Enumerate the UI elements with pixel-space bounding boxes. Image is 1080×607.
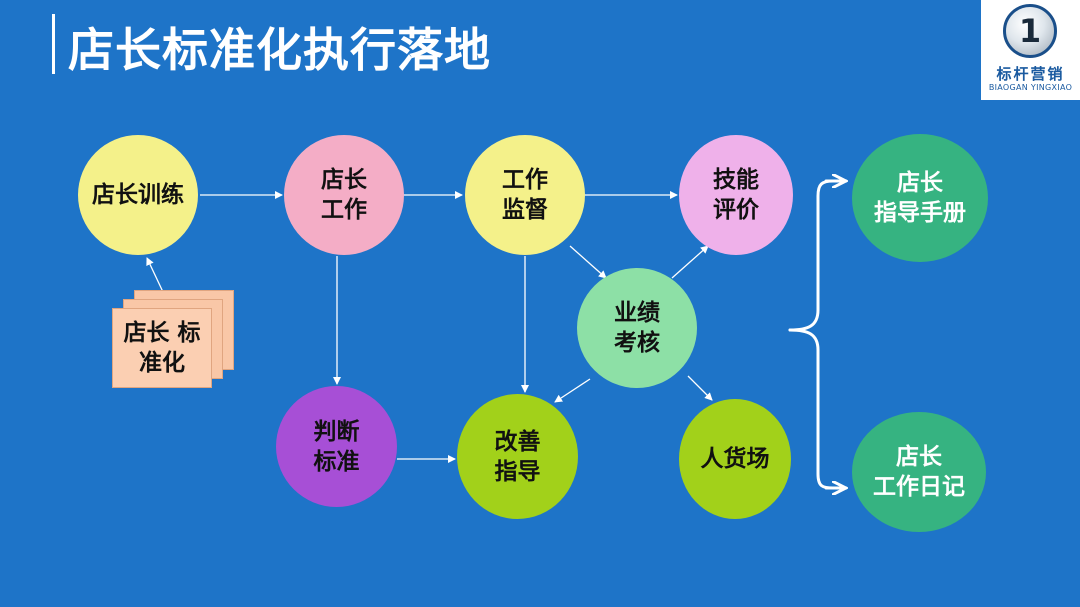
node-guidance-manual: 店长 指导手册	[852, 134, 988, 262]
node-label-line-2: 指导	[494, 458, 541, 485]
bracket	[788, 179, 835, 332]
node-label-line-2: 标准	[313, 448, 360, 475]
node-label-line-1: 技能	[713, 167, 759, 193]
node-label-line-1: 店长	[321, 167, 367, 193]
node-label: 人货场	[700, 446, 770, 472]
logo-badge-icon: 1	[1003, 4, 1057, 58]
node-label: 店长训练	[92, 182, 184, 208]
node-label-line-2: 考核	[614, 330, 660, 356]
node-work-supervision: 工作 监督	[465, 135, 585, 255]
node-work-diary: 店长 工作日记	[852, 412, 986, 532]
node-label-line-1: 改善	[494, 428, 541, 455]
arrow-performance-to-evaluation	[671, 245, 709, 279]
node-label-line-2: 工作日记	[873, 474, 965, 500]
arrow-performance-to-people-goods	[687, 375, 713, 401]
node-label-line-1: 业绩	[614, 300, 660, 326]
node-store-manager-work: 店长 工作	[284, 135, 404, 255]
node-judgment-standard: 判断 标准	[276, 386, 397, 507]
node-label-line-1: 判断	[313, 418, 360, 445]
document-line-2: 标准化	[139, 320, 201, 376]
page-title: 店长标准化执行落地	[68, 23, 491, 77]
node-skill-evaluation: 技能 评价	[679, 135, 793, 255]
node-label-line-1: 工作	[502, 167, 548, 193]
node-label-line-2: 工作	[321, 197, 367, 223]
node-performance-assessment: 业绩 考核	[577, 268, 697, 388]
title-accent-bar	[52, 14, 55, 74]
logo-name-en: BIAOGAN YINGXIAO	[988, 83, 1073, 92]
logo: 1 标杆营销 BIAOGAN YINGXIAO	[981, 0, 1080, 100]
arrow-document-to-training	[146, 257, 164, 293]
node-improvement-guidance: 改善 指导	[457, 394, 578, 519]
node-label-line-1: 店长	[896, 444, 942, 470]
document-line-1: 店长	[123, 320, 170, 346]
logo-name-cn: 标杆营销	[996, 65, 1065, 83]
node-store-manager-training: 店长训练	[78, 135, 198, 255]
node-label-line-1: 店长	[897, 170, 943, 196]
standardization-document: 店长 标准化	[112, 308, 212, 388]
arrow-performance-to-improvement	[554, 378, 591, 403]
node-label-line-2: 指导手册	[874, 200, 966, 226]
node-people-goods-venue: 人货场	[679, 399, 791, 519]
node-label-line-2: 监督	[502, 197, 548, 223]
arrow-supervision-to-performance	[569, 245, 607, 279]
node-label-line-2: 评价	[713, 197, 759, 223]
